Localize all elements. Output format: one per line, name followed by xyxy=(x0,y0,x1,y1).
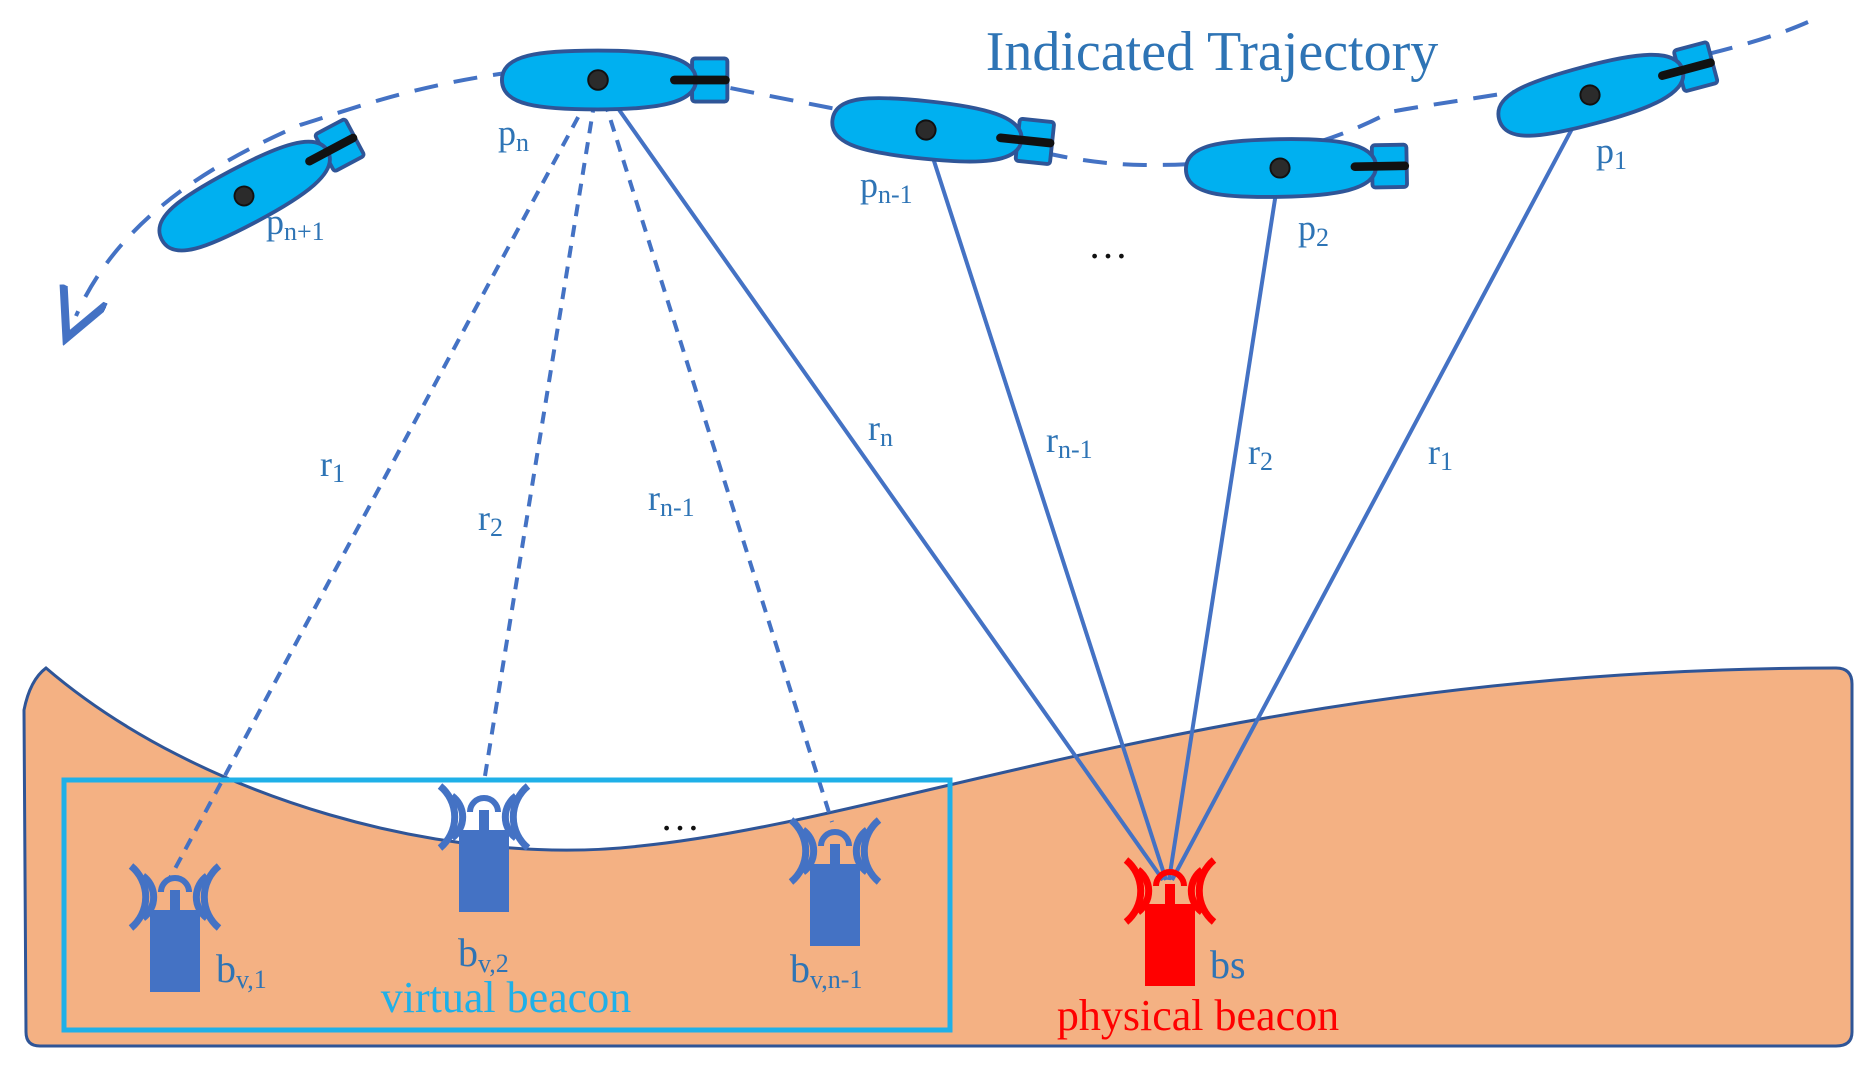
label-range-physical-n-1: rn-1 xyxy=(1046,420,1093,464)
range-line-virtual-2 xyxy=(482,79,600,783)
range-line-physical-1 xyxy=(1170,94,1592,881)
vehicle-p-n xyxy=(502,51,727,110)
range-line-virtual-n-1 xyxy=(596,79,834,823)
label-range-virtual-1: r1 xyxy=(320,444,345,488)
range-line-physical-2 xyxy=(1167,166,1282,881)
label-range-physical-1: r1 xyxy=(1428,432,1453,476)
label-range-virtual-2: r2 xyxy=(478,498,503,542)
ellipsis-trajectory: … xyxy=(1088,222,1128,267)
label-beacon-virtual-n-1: bv,n-1 xyxy=(790,946,862,994)
vehicle-p-2 xyxy=(1185,137,1407,198)
label-p-1: p1 xyxy=(1596,131,1627,175)
label-range-physical-2: r2 xyxy=(1248,432,1273,476)
ellipsis-beacons: … xyxy=(660,794,700,839)
label-p-n-minus-1: pn-1 xyxy=(860,165,913,209)
vehicle-p-n-plus-1 xyxy=(148,112,368,265)
label-range-virtual-n-1: rn-1 xyxy=(648,478,695,522)
range-line-physical-n xyxy=(596,78,1165,882)
virtual-beacon-label: virtual beacon xyxy=(381,973,631,1022)
vehicle-p-n-minus-1 xyxy=(829,92,1055,172)
trajectory-title: Indicated Trajectory xyxy=(986,21,1439,83)
virtual-beacon-box xyxy=(61,777,953,1033)
physical-beacon-label: physical beacon xyxy=(1057,991,1339,1040)
range-line-virtual-1 xyxy=(168,79,600,879)
label-beacon-virtual-1: bv,1 xyxy=(216,946,267,994)
label-p-n: pn xyxy=(498,113,529,157)
label-range-physical-n: rn xyxy=(868,408,893,452)
seabed xyxy=(22,666,1854,1048)
label-beacon-virtual-2: bv,2 xyxy=(458,930,509,978)
label-p-n-plus-1: pn+1 xyxy=(266,202,325,246)
label-p-2: p2 xyxy=(1298,208,1329,252)
label-beacon-physical: bs xyxy=(1210,942,1246,987)
range-line-physical-n-1 xyxy=(922,129,1168,881)
